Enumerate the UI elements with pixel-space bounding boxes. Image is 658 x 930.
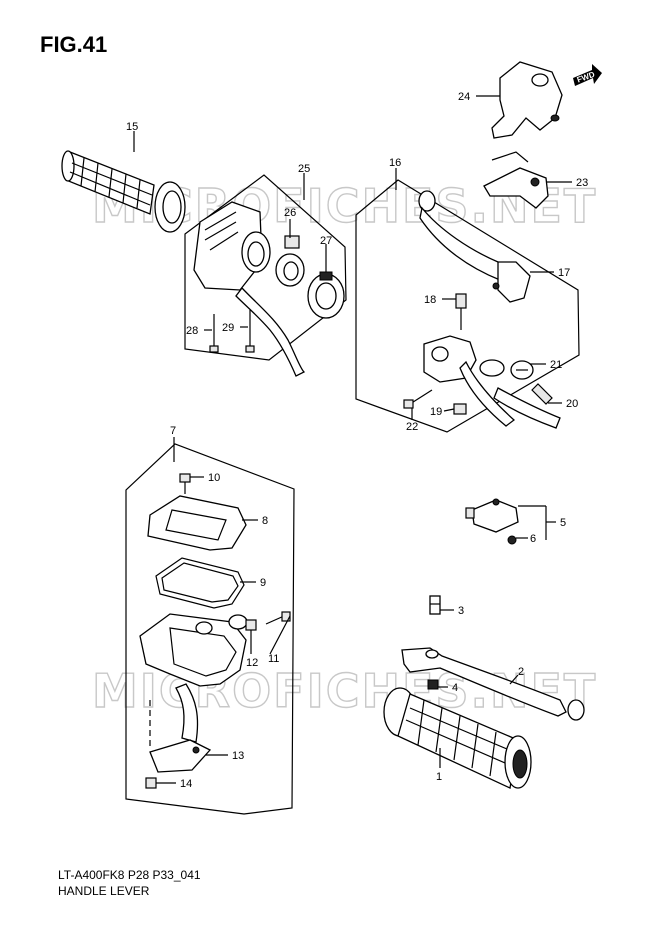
callout-22: 22 — [406, 421, 418, 433]
bolt-3-icon — [429, 595, 441, 615]
callout-9: 9 — [260, 577, 266, 589]
screw-28-icon — [209, 314, 219, 353]
grip-right-icon — [383, 687, 532, 789]
callout-19: 19 — [430, 406, 442, 418]
switch-part-26-icon — [275, 235, 305, 287]
callout-6: 6 — [530, 533, 536, 545]
leader-lines — [133, 95, 572, 784]
switch-5-icon — [465, 498, 519, 533]
callout-26: 26 — [284, 207, 296, 219]
screw-6-icon — [507, 535, 517, 545]
figure-caption: HANDLE LEVER — [58, 884, 150, 898]
cap-21-icon — [510, 360, 534, 380]
lever-assembly-16-icon — [418, 190, 561, 429]
callout-15: 15 — [126, 121, 138, 133]
housing-icon — [139, 613, 248, 743]
callout-24: 24 — [458, 91, 470, 103]
grip-left-icon — [61, 150, 186, 233]
callout-13: 13 — [232, 750, 244, 762]
callout-18: 18 — [424, 294, 436, 306]
nut-14-icon — [145, 777, 157, 789]
callout-1: 1 — [436, 771, 442, 783]
callout-21: 21 — [550, 359, 562, 371]
cover-8-icon — [147, 495, 247, 551]
callout-27: 27 — [320, 235, 332, 247]
callout-20: 20 — [566, 398, 578, 410]
fwd-arrow-icon: FWD — [573, 64, 602, 86]
model-code: LT-A400FK8 P28 P33_041 — [58, 868, 201, 882]
callout-29: 29 — [222, 322, 234, 334]
collar-27-icon — [307, 271, 345, 319]
callout-16: 16 — [389, 157, 401, 169]
group-box-7 — [125, 443, 295, 815]
brake-lever-2-icon — [401, 647, 585, 721]
callout-labels: 1 2 3 4 5 6 7 8 9 10 11 12 13 14 15 16 1… — [126, 91, 588, 790]
svg-text:FWD: FWD — [576, 70, 596, 85]
switch-assembly-icon — [193, 201, 306, 377]
figure-title: FIG.41 — [40, 32, 108, 57]
callout-23: 23 — [576, 177, 588, 189]
group-box-25 — [184, 174, 347, 361]
callout-5: 5 — [560, 517, 566, 529]
callout-3: 3 — [458, 605, 464, 617]
callout-8: 8 — [262, 515, 268, 527]
plate-13-icon — [149, 739, 212, 773]
callout-11: 11 — [268, 653, 279, 665]
gasket-9-icon — [155, 557, 245, 609]
screw-29-icon — [245, 310, 255, 353]
callout-7: 7 — [170, 425, 176, 437]
nut-12-icon — [245, 619, 257, 631]
screw-22-icon — [403, 389, 433, 409]
group-box-16 — [355, 179, 580, 433]
callout-10: 10 — [208, 472, 220, 484]
callout-12: 12 — [246, 657, 258, 669]
callout-28: 28 — [186, 325, 198, 337]
screw-10-icon — [179, 473, 191, 494]
nut-4-icon — [427, 679, 439, 690]
callout-17: 17 — [558, 267, 570, 279]
bracket-23-icon — [483, 151, 549, 209]
callout-2: 2 — [518, 666, 524, 678]
callout-25: 25 — [298, 163, 310, 175]
screw-20-icon — [531, 383, 553, 405]
cover-24-icon — [491, 61, 563, 139]
callout-4: 4 — [452, 682, 458, 694]
callout-14: 14 — [180, 778, 192, 790]
